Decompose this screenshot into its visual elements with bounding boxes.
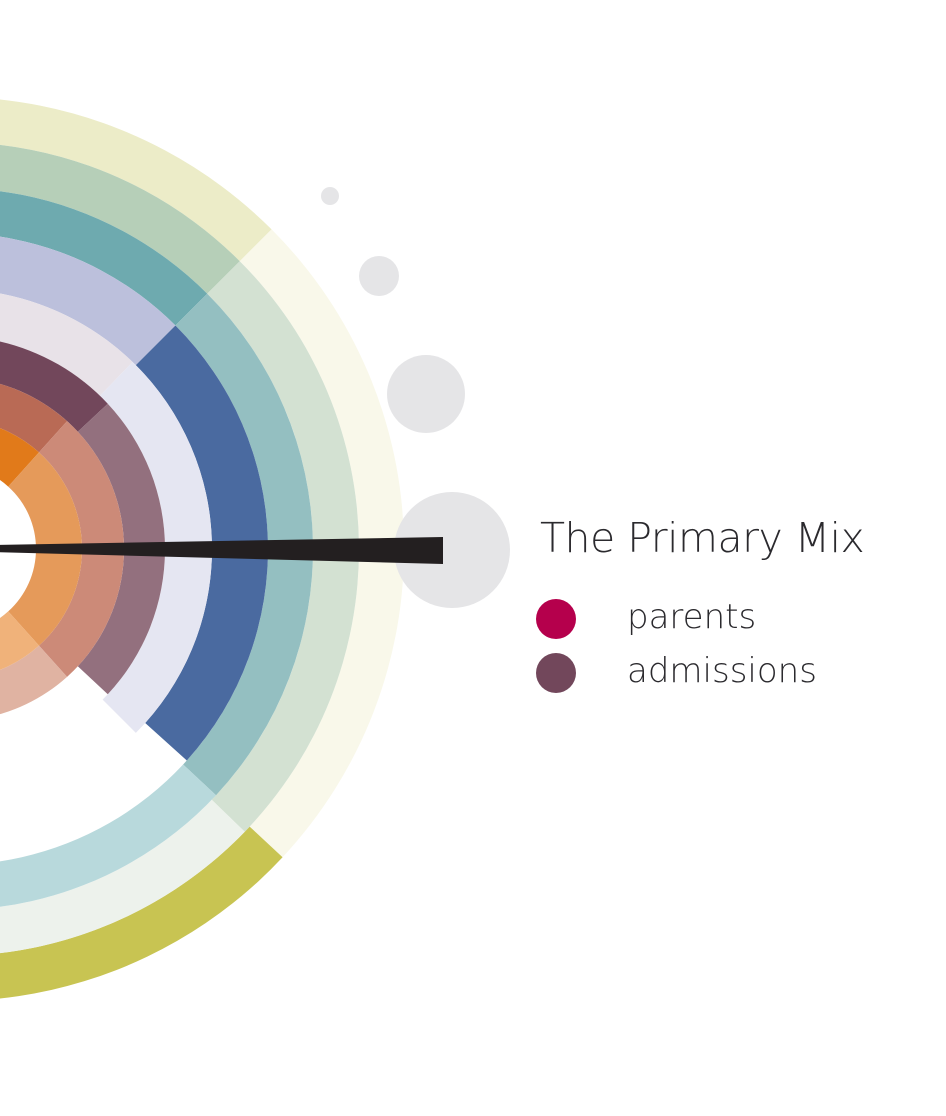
ring-6-segment-2	[135, 325, 268, 761]
ring-2-segment-3	[0, 611, 39, 670]
legend-item-admissions: admissions	[536, 651, 817, 693]
legend-swatch-admissions	[536, 653, 576, 693]
bubble-3	[387, 355, 465, 433]
ring-9-segment-2	[239, 229, 404, 858]
pointer-needle	[0, 537, 443, 564]
legend-title: The Primary Mix	[540, 514, 865, 562]
ring-7-segment-3	[0, 764, 217, 907]
ring-3-segment-2	[38, 421, 125, 677]
bubble-1	[321, 187, 339, 205]
ring-4-segment-2	[77, 403, 165, 695]
ring-7-segment-2	[175, 293, 314, 796]
ring-8-segment-3	[0, 799, 245, 954]
ring-2-segment-1	[0, 428, 39, 487]
ring-4-segment-1	[0, 341, 108, 432]
bubble-trail	[321, 187, 510, 608]
ring-8-segment-1	[0, 144, 240, 294]
legend-item-parents: parents	[536, 597, 757, 639]
ring-5-segment-1	[0, 293, 133, 396]
ring-9-segment-1	[0, 99, 272, 262]
ring-6-segment-1	[0, 236, 176, 366]
legend-label-admissions: admissions	[627, 651, 817, 691]
ring-3-segment-1	[0, 383, 68, 453]
bubble-4	[394, 492, 510, 608]
legend-label-parents: parents	[627, 597, 757, 637]
ring-7-segment-1	[0, 191, 208, 326]
bubble-2	[359, 256, 399, 296]
ring-8-segment-2	[207, 261, 360, 832]
ring-9-segment-3	[0, 826, 283, 999]
ring-3-segment-3	[0, 645, 68, 715]
ring-5-segment-2	[99, 361, 212, 733]
legend-swatch-parents	[536, 599, 576, 639]
